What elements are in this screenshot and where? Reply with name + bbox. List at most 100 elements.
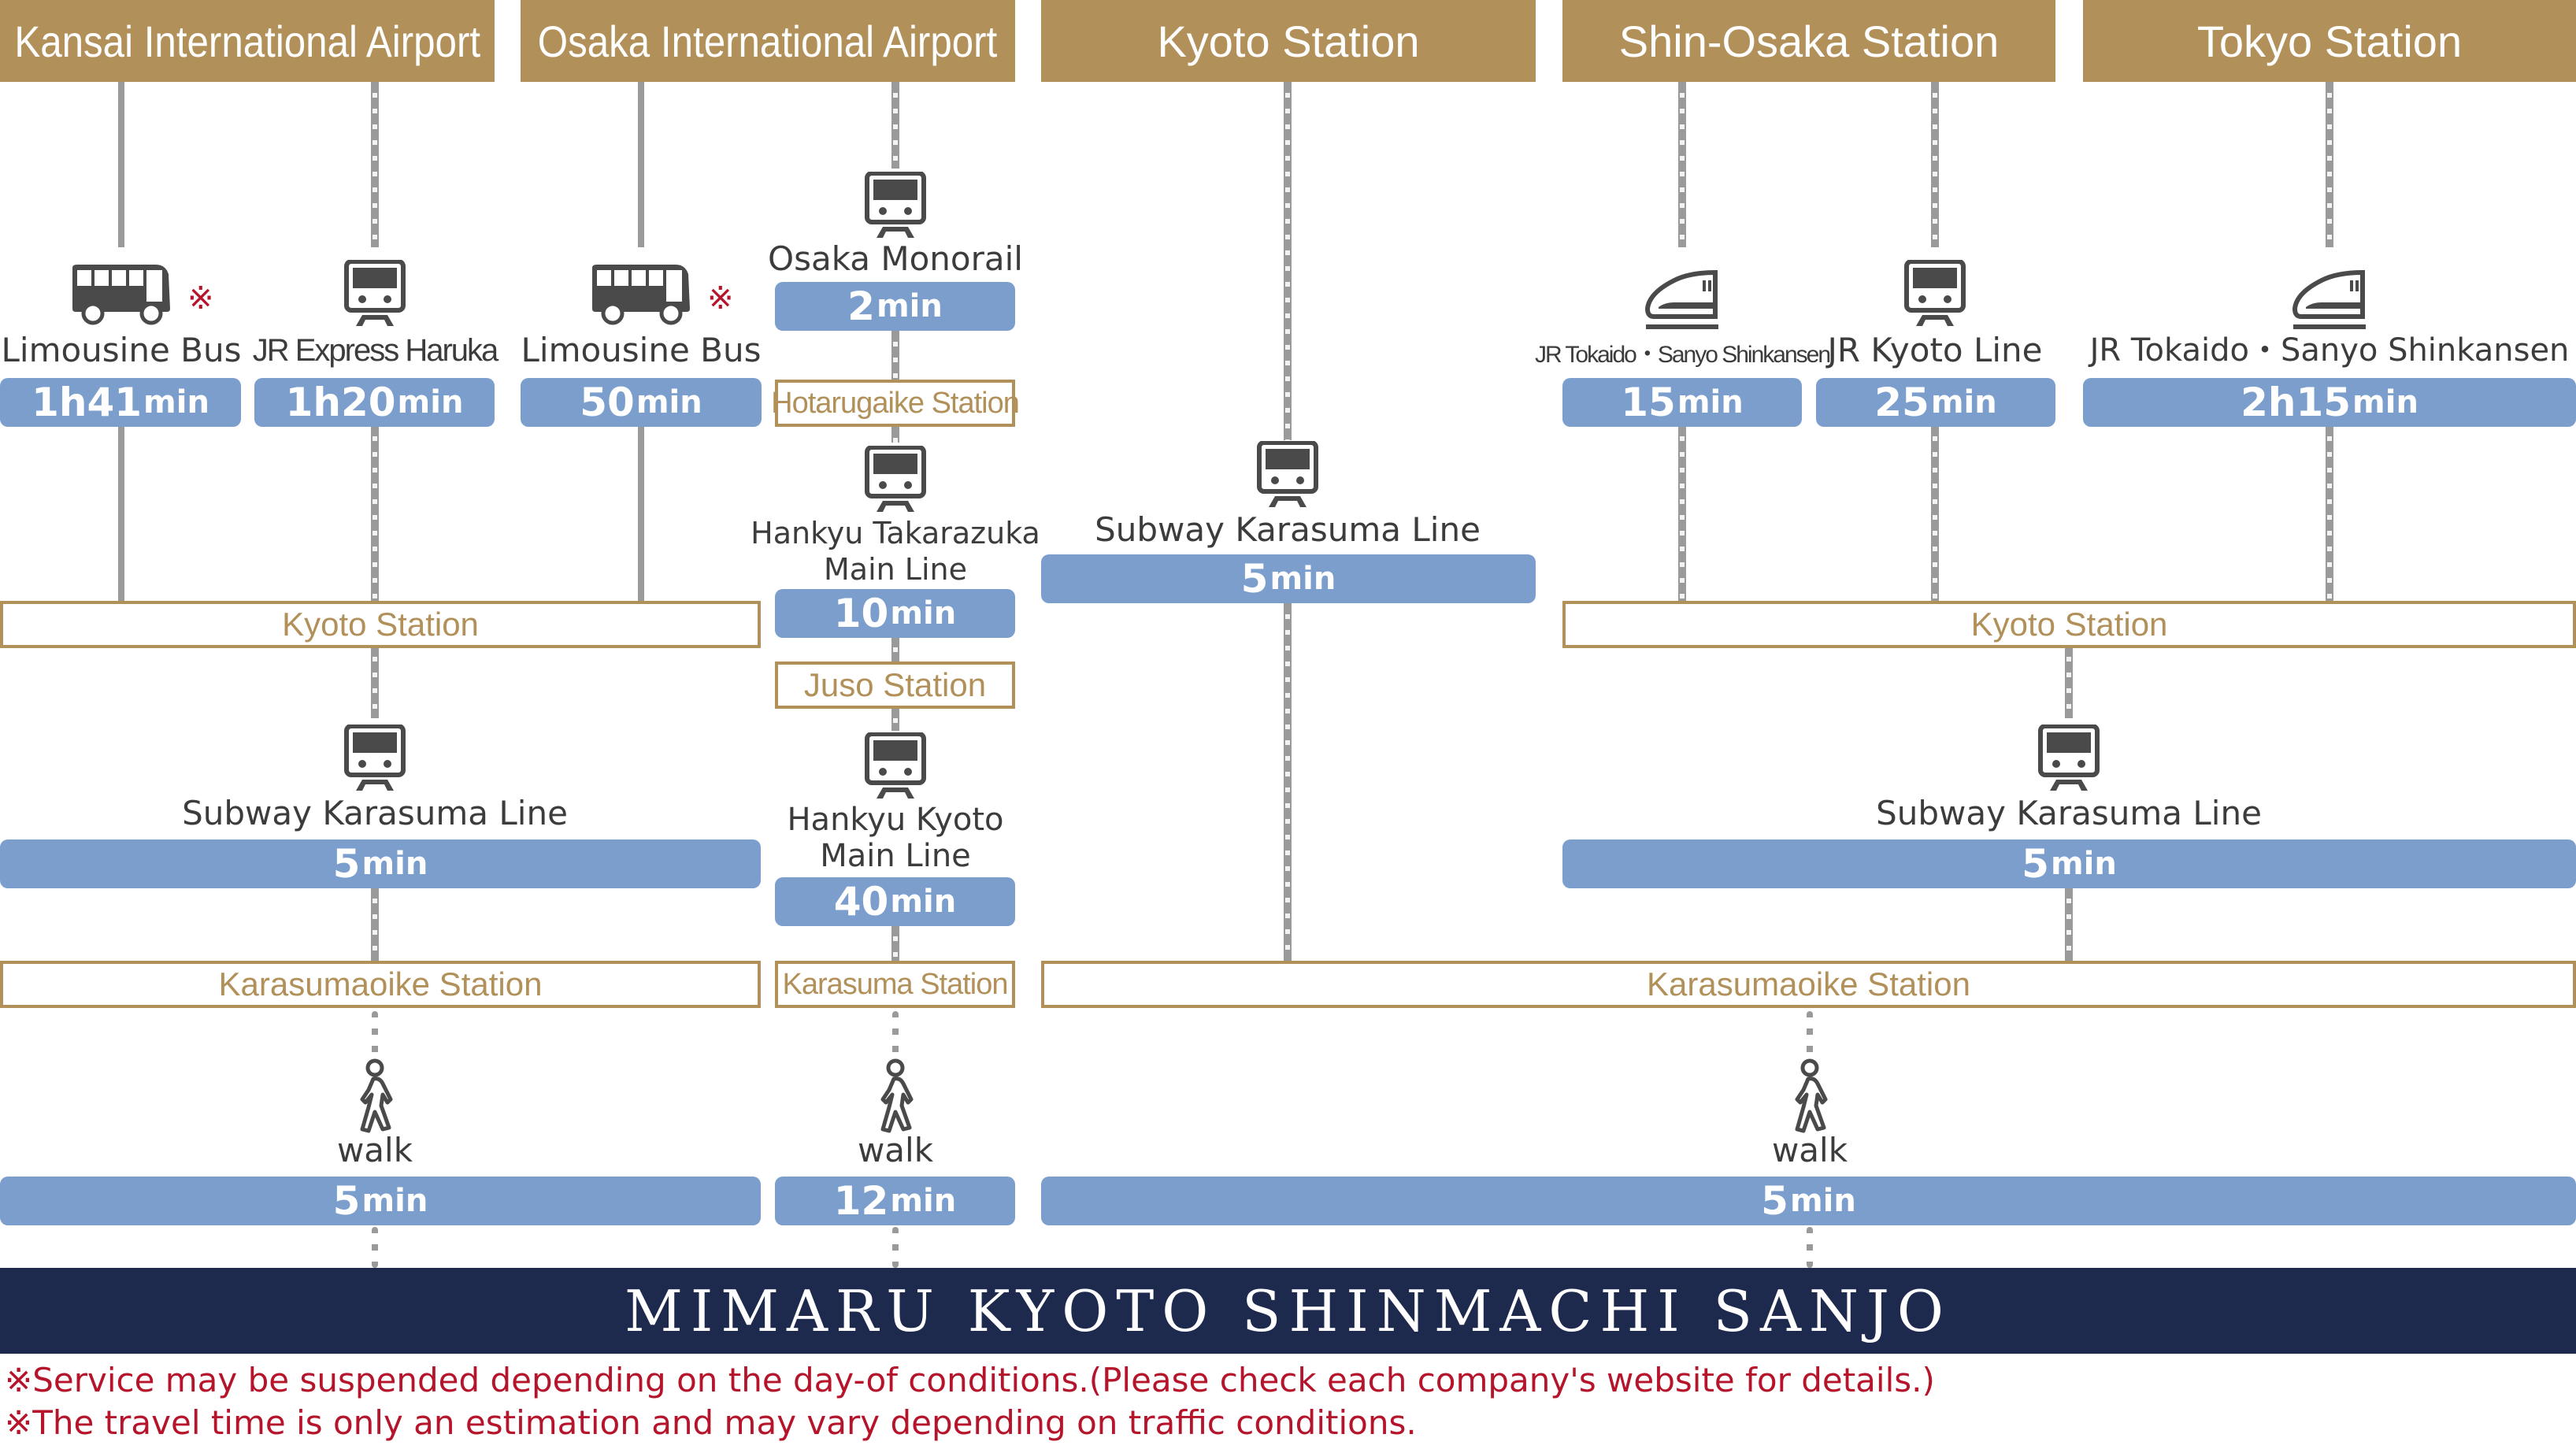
route-line-rail <box>891 636 899 662</box>
shinkansen-icon <box>2290 269 2369 332</box>
route-line-rail <box>891 331 899 380</box>
transfer-station-karasumaoike-left: Karasumaoike Station <box>0 961 761 1008</box>
route-label: walk <box>857 1131 934 1169</box>
origin-header-shin-osaka-station: Shin-Osaka Station <box>1562 0 2055 82</box>
train-icon <box>343 260 406 328</box>
route-line-walk <box>372 1227 378 1268</box>
travel-time-unit: min <box>1677 384 1744 421</box>
train-icon <box>864 446 927 513</box>
route-line-rail <box>1931 82 1939 247</box>
route-line-bus <box>638 82 644 247</box>
train-icon <box>864 732 927 800</box>
train-icon <box>864 172 927 239</box>
station-name: Karasumaoike Station <box>218 965 543 1002</box>
destination-banner: MIMARU KYOTO SHINMACHI SANJO <box>0 1268 2576 1354</box>
travel-time-value: 5 <box>1761 1178 1788 1224</box>
route-label: Osaka Monorail <box>768 239 1023 278</box>
route-label-line1: Hankyu Takarazuka <box>751 516 1040 550</box>
travel-time-unit: min <box>636 384 702 421</box>
route-line-rail <box>1284 603 1292 961</box>
walk-icon <box>1786 1058 1833 1134</box>
bus-icon <box>69 263 173 326</box>
transfer-station-hotarugaike: Hotarugaike Station <box>771 380 1020 427</box>
station-name: Karasumaoike Station <box>1647 965 1970 1002</box>
destination-name: MIMARU KYOTO SHINMACHI SANJO <box>625 1277 1951 1344</box>
route-label: walk <box>1771 1131 1848 1169</box>
route-label: JR Kyoto Line <box>1827 331 2043 369</box>
travel-time-unit: min <box>361 1183 428 1219</box>
transfer-station-kyoto-right: Kyoto Station <box>1562 601 2576 648</box>
travel-time-value: 1h41 <box>32 380 143 425</box>
transfer-station-juso: Juso Station <box>775 662 1015 709</box>
travel-time-value: 15 <box>1621 380 1676 425</box>
route-line-rail <box>371 425 379 601</box>
travel-time-unit: min <box>361 846 428 882</box>
route-line-walk <box>892 1011 899 1055</box>
route-label: walk <box>336 1131 413 1169</box>
route-label-line1: Hankyu Kyoto <box>787 802 1004 838</box>
origin-header-label: Tokyo Station <box>2196 16 2463 66</box>
origin-header-osaka-airport: Osaka International Airport <box>521 0 1015 82</box>
route-line-rail <box>2326 82 2333 247</box>
route-label: Subway Karasuma Line <box>1095 510 1481 549</box>
route-line-walk <box>1807 1227 1813 1268</box>
origin-header-label: Osaka International Airport <box>538 16 998 66</box>
route-line-rail <box>1678 425 1686 601</box>
route-label: JR Express Haruka <box>252 333 499 368</box>
route-line-rail <box>891 925 899 961</box>
walk-icon <box>351 1058 398 1134</box>
travel-time-unit: min <box>2352 384 2418 421</box>
service-note-mark: ※ <box>187 280 214 317</box>
travel-time-value: 5 <box>332 1178 361 1224</box>
travel-time-unit: min <box>876 288 943 324</box>
service-note-mark: ※ <box>707 280 734 317</box>
train-icon <box>1903 260 1966 328</box>
route-label: Limousine Bus <box>1 331 242 369</box>
route-line-rail <box>1678 82 1686 247</box>
origin-header-label: Kansai International Airport <box>14 16 480 66</box>
station-name: Karasuma Station <box>782 967 1008 1001</box>
footnote-estimate: ※The travel time is only an estimation a… <box>5 1403 1417 1442</box>
origin-header-label: Shin-Osaka Station <box>1618 16 2000 66</box>
origin-header-kansai-airport: Kansai International Airport <box>0 0 495 82</box>
walk-icon <box>872 1058 919 1134</box>
route-line-rail <box>891 82 899 169</box>
origin-header-kyoto-station: Kyoto Station <box>1041 0 1536 82</box>
route-line-walk <box>892 1227 899 1268</box>
travel-time-value: 2h15 <box>2241 380 2352 425</box>
station-name: Kyoto Station <box>282 606 479 643</box>
travel-time-value: 12 <box>833 1178 889 1224</box>
travel-time-unit: min <box>1269 561 1336 597</box>
route-line-walk <box>1807 1011 1813 1055</box>
travel-time-unit: min <box>143 384 209 421</box>
route-line-rail <box>1931 425 1939 601</box>
transfer-station-kyoto-left: Kyoto Station <box>0 601 761 648</box>
train-icon <box>1256 441 1319 509</box>
travel-time-value: 50 <box>580 380 635 425</box>
travel-time-value: 5 <box>1240 556 1269 602</box>
route-line-rail <box>891 427 899 443</box>
route-line-walk <box>372 1011 378 1055</box>
travel-time-value: 10 <box>833 591 889 636</box>
travel-time-unit: min <box>1789 1183 1856 1219</box>
travel-time-unit: min <box>890 595 957 632</box>
travel-time-unit: min <box>1930 384 1997 421</box>
travel-time-value: 5 <box>332 841 361 887</box>
transfer-station-karasuma: Karasuma Station <box>775 961 1015 1008</box>
route-label: JR Tokaido・Sanyo Shinkansen <box>2089 332 2570 369</box>
travel-time-value: 5 <box>2022 841 2049 887</box>
route-line-bus <box>118 82 124 247</box>
route-label: Subway Karasuma Line <box>182 794 568 832</box>
